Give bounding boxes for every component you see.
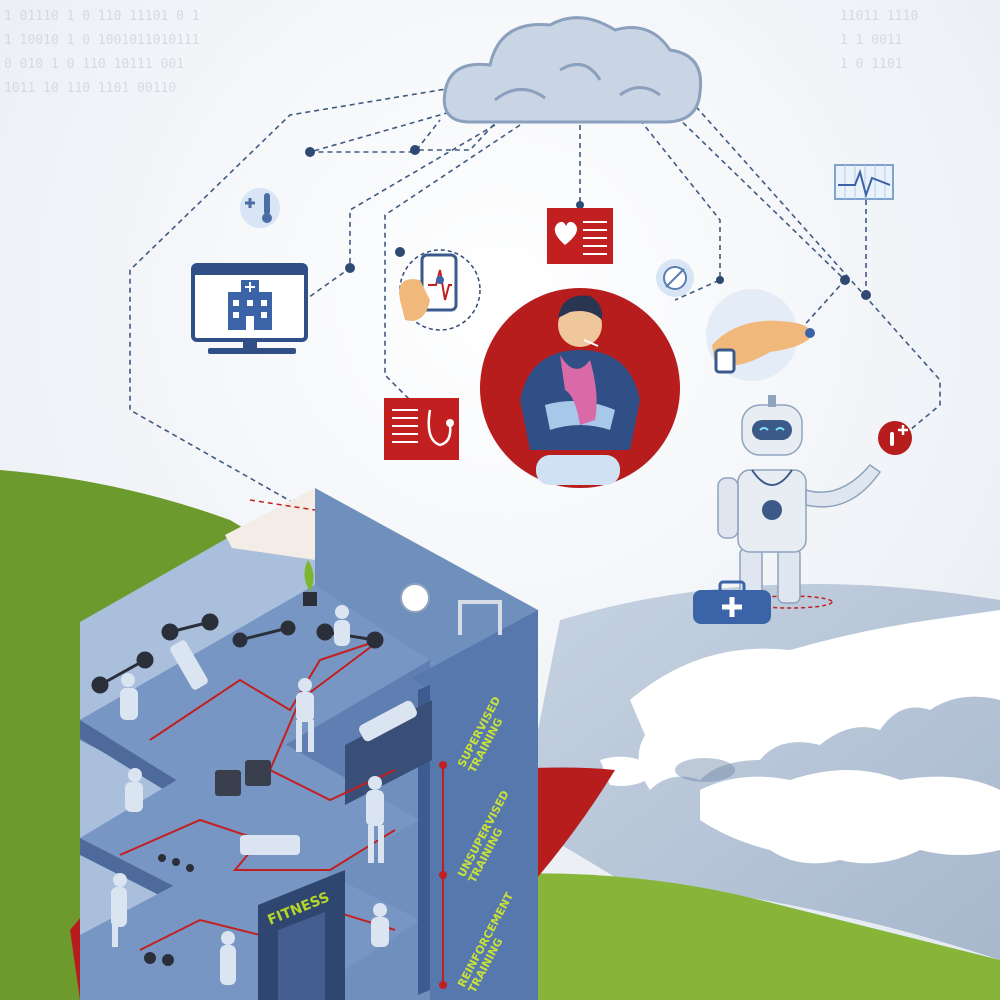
network-connections [129, 84, 941, 516]
svg-text:1 01110 1 0 110 11101 0: 1 01110 1 0 110 11101 0 1 [4, 9, 200, 24]
sick-patient-illustration [480, 288, 680, 488]
svg-text:0 010 1 0 110 10111 00: 0 010 1 0 110 10111 001 [4, 57, 184, 72]
smartphone-health-app-icon [399, 249, 481, 331]
svg-text:1 0 1101: 1 0 1101 [840, 57, 903, 72]
svg-text:1 1 0011: 1 1 0011 [840, 33, 903, 48]
cloud-icon [442, 16, 703, 124]
svg-text:1011 10 110 1101 00110: 1011 10 110 1101 00110 [4, 81, 176, 96]
svg-text:11011 1110: 11011 1110 [840, 9, 918, 24]
binary-code-watermark: 1 01110 1 0 110 11101 0 1 1 10010 1 0 10… [4, 9, 918, 96]
pills-icon [656, 259, 694, 297]
smartwatch-icon [706, 289, 815, 381]
robot-doctor-illustration [693, 395, 912, 624]
baltic-sea [675, 758, 735, 782]
building-network-link [249, 499, 316, 511]
network-nodes [305, 145, 871, 300]
ecg-monitor-icon [834, 164, 894, 200]
hospital-monitor-icon [191, 263, 308, 354]
stethoscope-card-icon [384, 398, 459, 460]
europe-map [600, 610, 1000, 864]
svg-text:1 10010 1 0 1001011010111: 1 10010 1 0 1001011010111 [4, 33, 200, 48]
thermometer-icon [240, 188, 280, 228]
heart-chart-icon [547, 208, 613, 264]
fitness-building: SUPERVISED TRAINING UNSUPERVISED TRAININ… [80, 488, 538, 1000]
green-hill-right [420, 873, 1000, 1000]
